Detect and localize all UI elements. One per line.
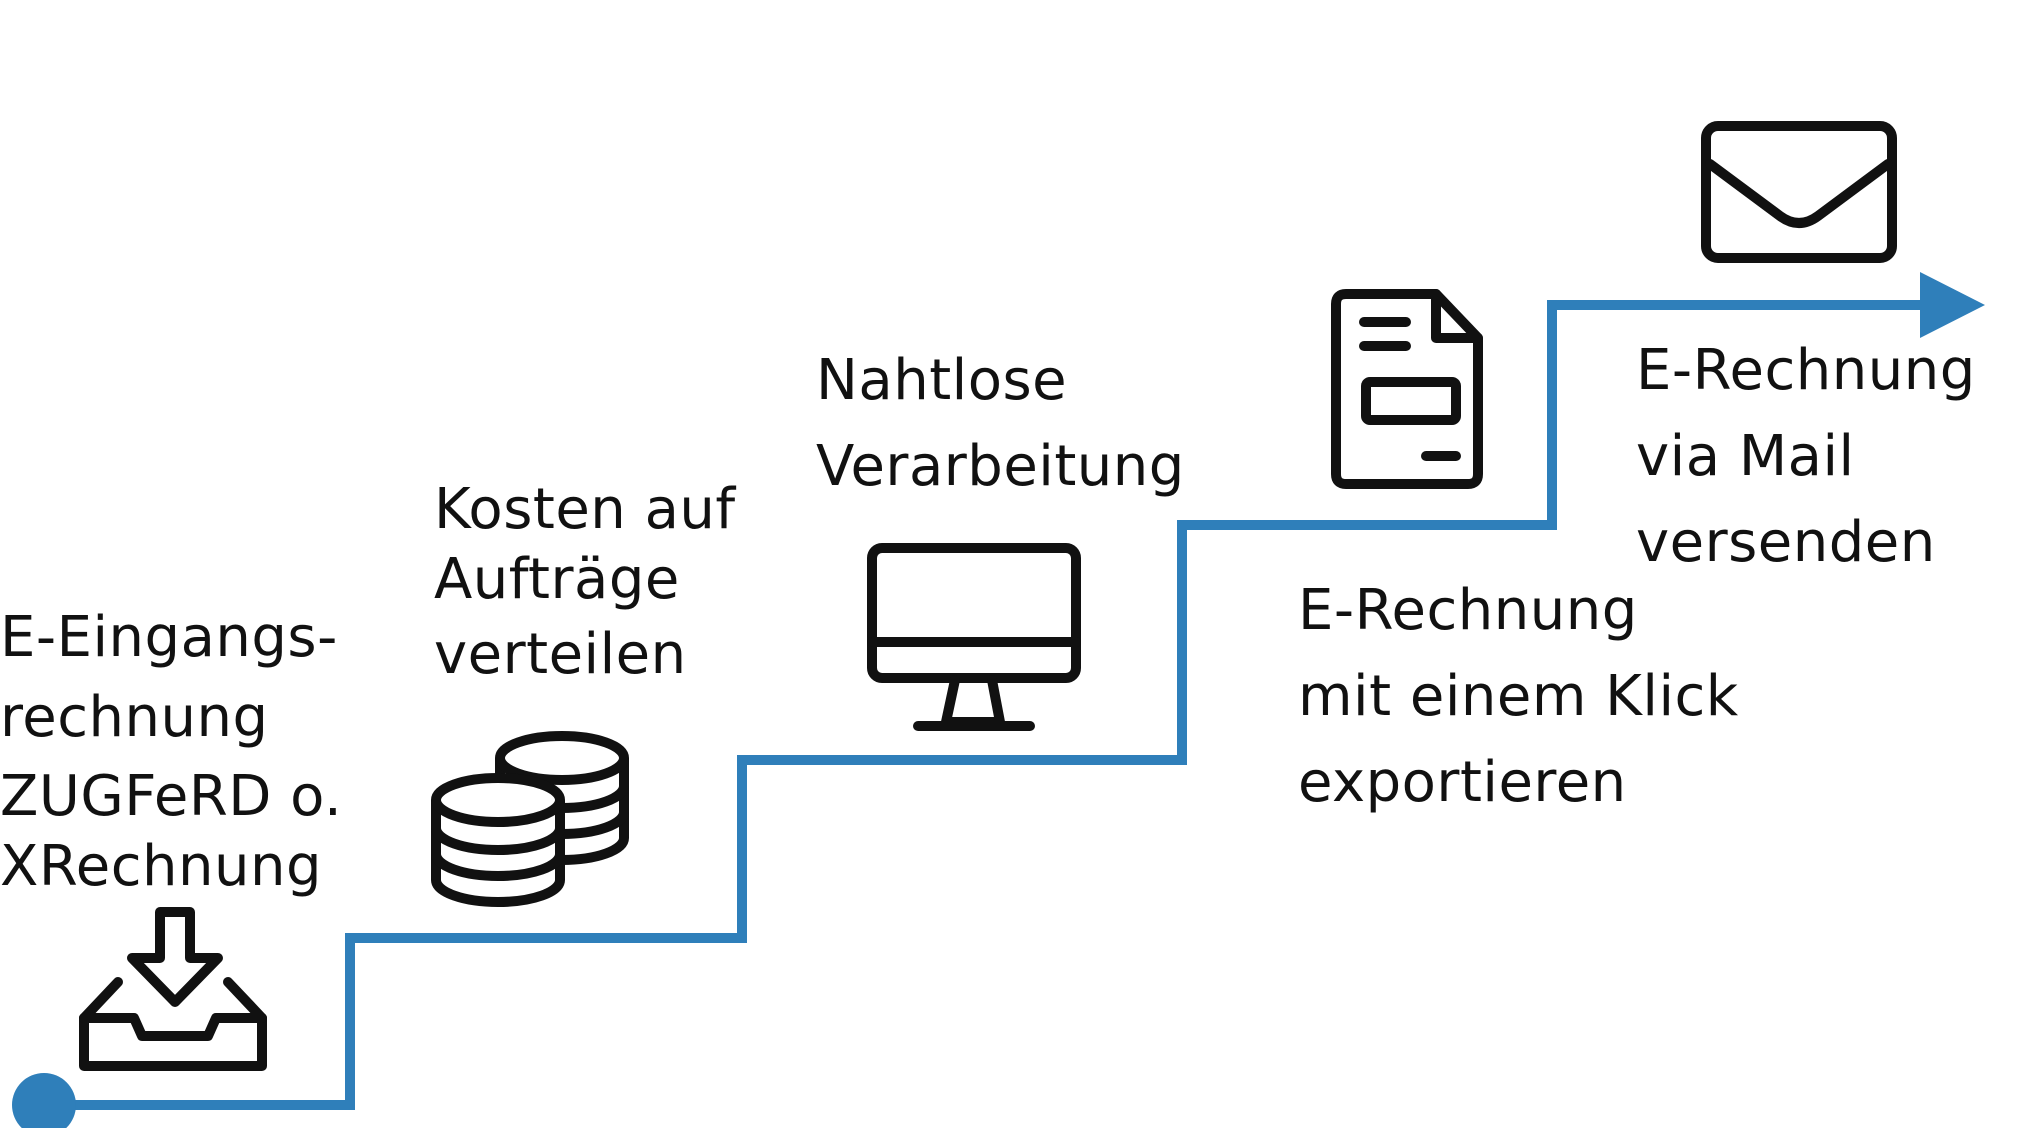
step-label-line: ZUGFeRD o. (0, 764, 343, 829)
step-label-line: rechnung (0, 685, 269, 750)
start-dot (12, 1073, 76, 1128)
step-label-line: Nahtlose (816, 348, 1068, 413)
step-label-line: E-Rechnung (1636, 338, 1976, 403)
envelope-icon (1701, 121, 1897, 263)
monitor-icon (867, 543, 1081, 731)
step-label-e-rechnung-versenden: E-Rechnung via Mail versenden (1636, 328, 1976, 586)
step-label-line: Kosten auf (434, 477, 736, 542)
step-label-line: E-Rechnung (1298, 578, 1638, 643)
step-label-line: exportieren (1298, 750, 1627, 815)
document-icon (1331, 289, 1483, 489)
step-label-line: E-Eingangs- (0, 605, 338, 670)
inbox-download-icon (79, 907, 267, 1071)
step-label-e-eingangsrechnung: E-Eingangs- rechnung ZUGFeRD o. XRechnun… (0, 598, 342, 898)
step-label-line: Verarbeitung (816, 434, 1185, 499)
coins-icon (431, 731, 629, 907)
staircase-path (44, 300, 1925, 1110)
step-label-nahtlose-verarbeitung: Nahtlose Verarbeitung (816, 338, 1185, 510)
step-label-line: versenden (1636, 510, 1936, 575)
step-label-line: mit einem Klick (1298, 664, 1739, 729)
step-label-line: via Mail (1636, 424, 1855, 489)
step-label-line: verteilen (434, 622, 687, 687)
step-label-line: XRechnung (0, 834, 323, 899)
step-label-kosten-verteilen: Kosten auf Aufträge verteilen (434, 476, 736, 694)
step-label-line: Aufträge (434, 547, 680, 612)
arrow-head (1920, 272, 1985, 338)
step-label-e-rechnung-exportieren: E-Rechnung mit einem Klick exportieren (1298, 568, 1739, 826)
